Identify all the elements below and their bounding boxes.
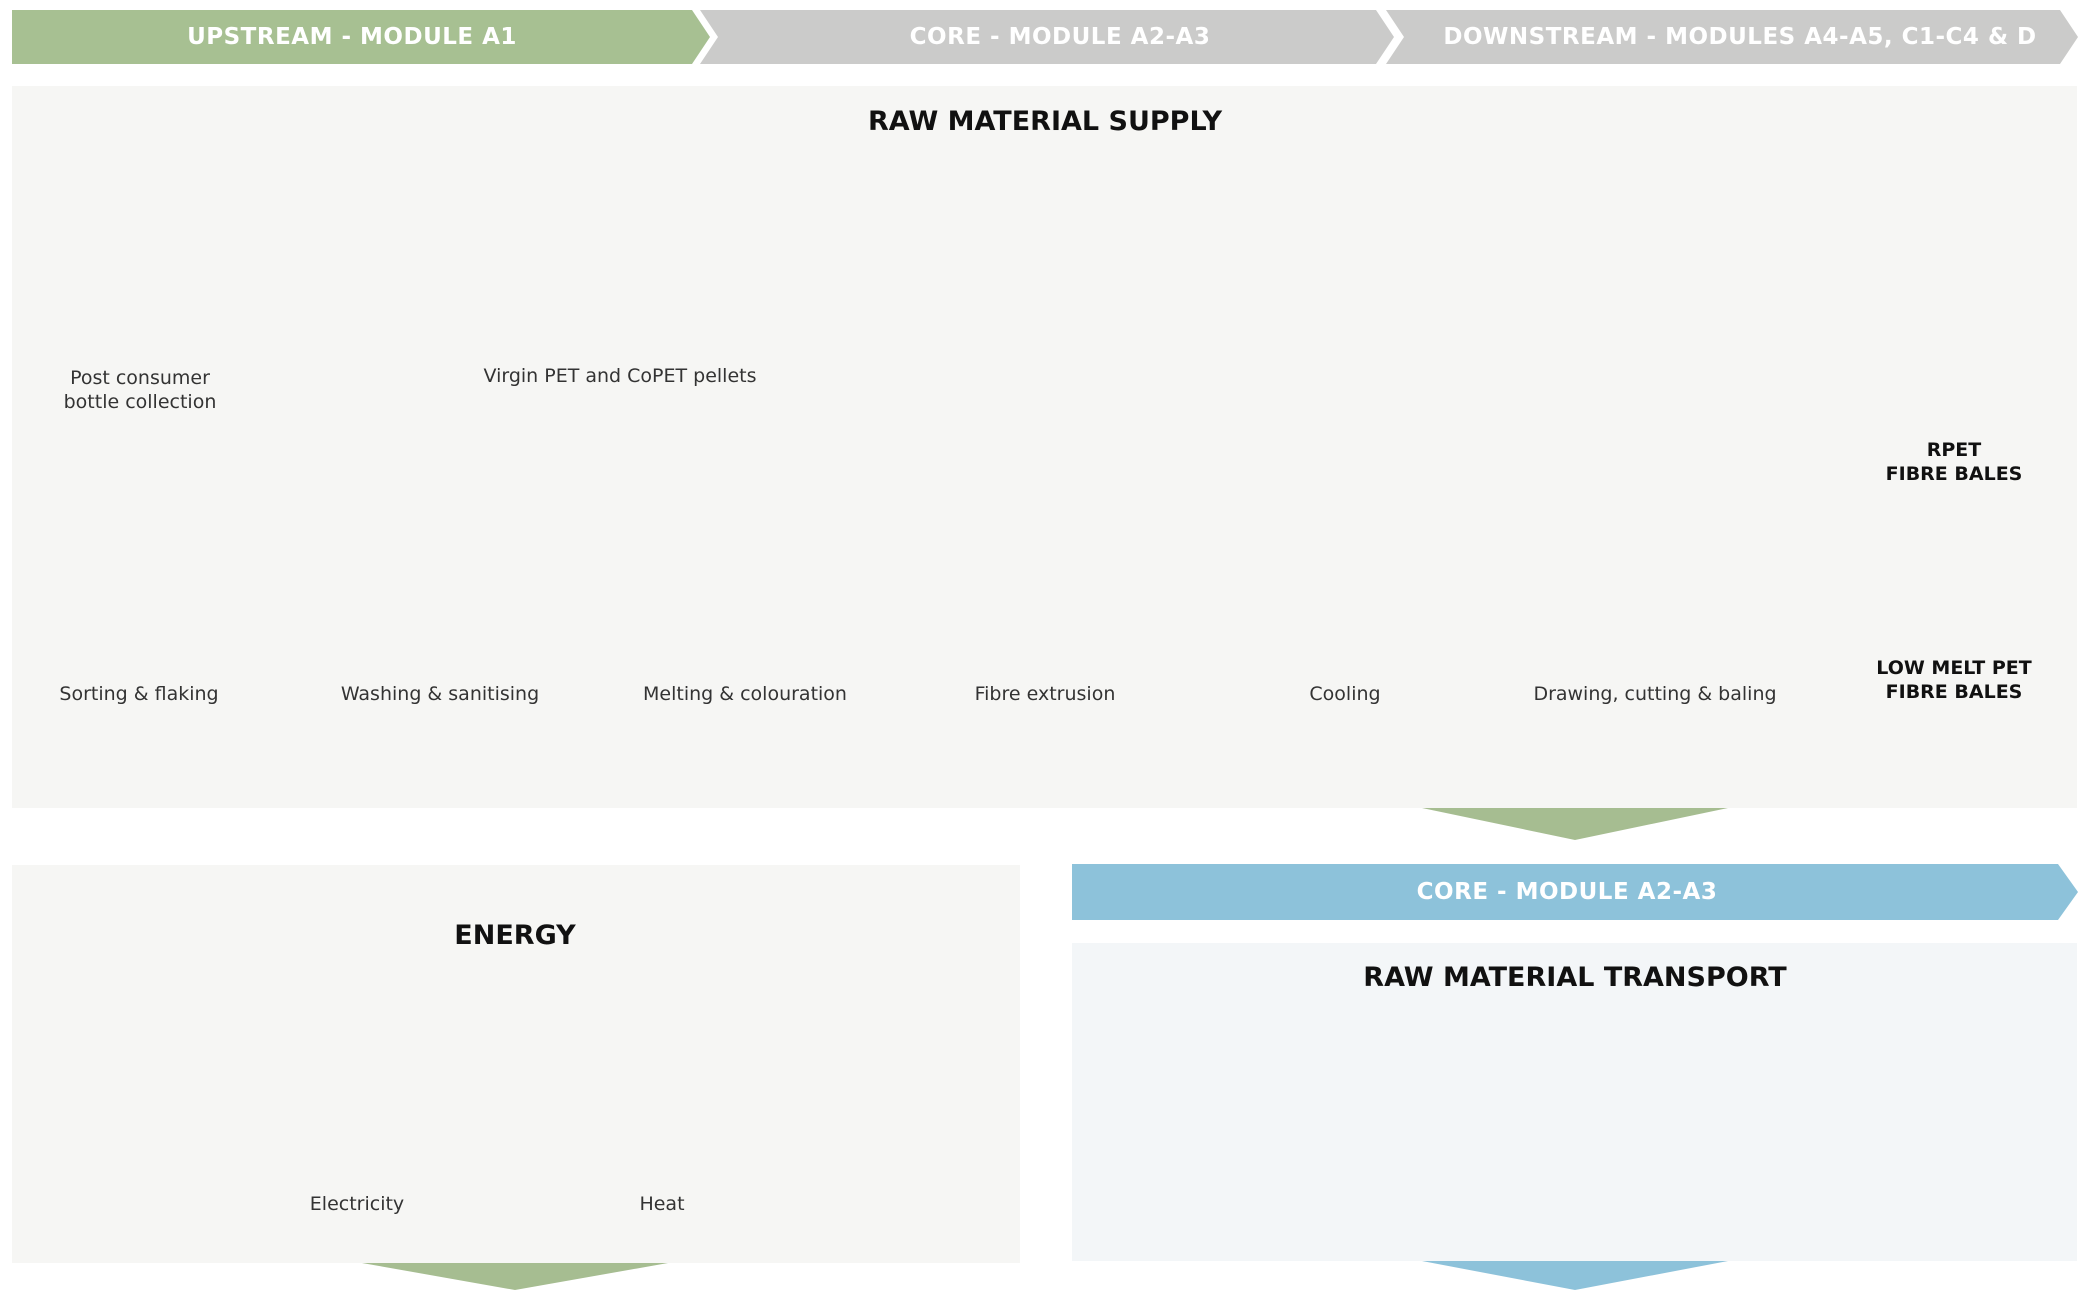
header-downstream: DOWNSTREAM - MODULES A4-A5, C1-C4 & D: [1443, 24, 2037, 50]
header-upstream: UPSTREAM - MODULE A1: [187, 24, 517, 50]
header-core: CORE - MODULE A2-A3: [909, 24, 1211, 50]
header-transport-arrow: [1072, 864, 2078, 920]
output-node-low-melt: LOW MELT PET FIBRE BALES: [1854, 580, 2054, 780]
transport-output-arrow: [1422, 1261, 1728, 1290]
raw-material-supply-panel: [12, 86, 2077, 808]
raw-material-transport-panel: [1072, 943, 2077, 1261]
step-label-cooling: Cooling: [1309, 683, 1381, 705]
supply-output-arrow: [1422, 808, 1728, 840]
step-label-sorting: Sorting & flaking: [59, 683, 219, 705]
step-label-melting: Melting & colouration: [643, 683, 847, 705]
source-label-bottle-collection: Post consumer bottle collection: [63, 367, 217, 413]
energy-label-electricity: Electricity: [309, 1193, 405, 1215]
header-transport-core: CORE - MODULE A2-A3: [1416, 879, 1718, 905]
energy-panel: [12, 865, 1020, 1263]
step-label-extrusion: Fibre extrusion: [974, 683, 1116, 705]
energy-output-arrow: [362, 1263, 668, 1290]
header-upstream-arrow: [12, 10, 710, 64]
header-downstream-arrow: [1386, 10, 2078, 64]
transport-title: RAW MATERIAL TRANSPORT: [1363, 962, 1787, 993]
step-label-drawing: Drawing, cutting & baling: [1533, 683, 1777, 705]
header-core-arrow: [700, 10, 1394, 64]
supply-title: RAW MATERIAL SUPPLY: [867, 106, 1223, 137]
output-label-rpet: RPET FIBRE BALES: [1885, 439, 2023, 485]
energy-title: ENERGY: [454, 920, 576, 951]
source-label-virgin-pellets: Virgin PET and CoPET pellets: [483, 365, 757, 387]
output-node-rpet: RPET FIBRE BALES: [1854, 362, 2054, 562]
output-label-low-melt: LOW MELT PET FIBRE BALES: [1876, 657, 2032, 703]
energy-label-heat: Heat: [639, 1193, 685, 1215]
step-label-washing: Washing & sanitising: [340, 683, 540, 705]
